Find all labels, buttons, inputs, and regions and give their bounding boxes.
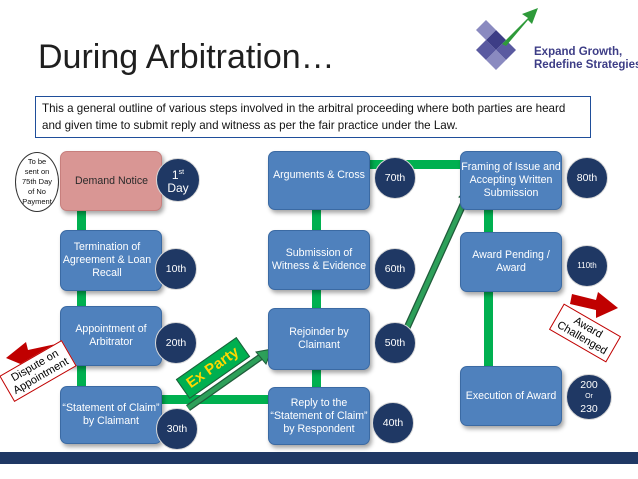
logo-line-1: Expand Growth,	[534, 46, 623, 58]
connector-10-20	[77, 290, 86, 306]
day-60-circle: 60th	[374, 248, 416, 290]
connector-60-70	[312, 210, 321, 230]
step-rejoinder: Rejoinder by Claimant	[268, 308, 370, 370]
day-40-circle: 40th	[372, 402, 414, 444]
step-appointment: Appointment of Arbitrator	[60, 306, 162, 366]
company-logo: Expand Growth, Redefine Strategies	[472, 2, 638, 74]
day-1-word: Day	[167, 180, 189, 195]
day-1-number: 1	[171, 167, 179, 182]
day-230: 230	[580, 403, 598, 415]
award-challenged-red-arrow	[570, 292, 618, 318]
step-reply: Reply to the “Statement of Claim” by Res…	[268, 387, 370, 445]
intro-box: This a general outline of various steps …	[35, 96, 591, 138]
connector-20-30	[77, 366, 86, 386]
step-termination: Termination of Agreement & Loan Recall	[60, 230, 162, 291]
logo-line-2: Redefine Strategies	[534, 59, 638, 71]
day-70-circle: 70th	[374, 157, 416, 199]
connector-50-60	[312, 290, 321, 308]
step-submission-witness: Submission of Witness & Evidence	[268, 230, 370, 290]
connector-80-110	[484, 210, 493, 232]
logo-mark-icon	[476, 8, 538, 70]
day-80-circle: 80th	[566, 157, 608, 199]
step-arguments: Arguments & Cross	[268, 151, 370, 210]
day-200-230-circle: 200 Or 230	[566, 374, 612, 420]
connector-1-10	[77, 210, 86, 230]
page-title: During Arbitration…	[38, 38, 335, 76]
day-or: Or	[585, 393, 593, 400]
note-line-4: of No	[28, 187, 46, 196]
step-demand-notice: Demand Notice	[60, 151, 162, 211]
day-110-circle: 110th	[566, 245, 608, 287]
step-statement-of-claim: “Statement of Claim” by Claimant	[60, 386, 162, 444]
day-1-number-row: 1st	[172, 166, 184, 182]
day-30-circle: 30th	[156, 408, 198, 450]
step-execution-of-award: Execution of Award	[460, 366, 562, 426]
footer-bar	[0, 452, 638, 464]
note-line-2: sent on	[24, 167, 50, 176]
logo-text: Expand Growth, Redefine Strategies	[534, 46, 638, 72]
step-award-pending: Award Pending / Award	[460, 232, 562, 292]
step-framing-of-issue: Framing of Issue and Accepting Written S…	[460, 151, 562, 210]
day-200: 200	[580, 379, 598, 391]
day-20-circle: 20th	[155, 322, 197, 364]
day-50-circle: 50th	[374, 322, 416, 364]
day-10-circle: 10th	[155, 248, 197, 290]
day-1-suffix: st	[178, 168, 185, 176]
note-line-3: 75th Day	[21, 177, 53, 186]
day-1-circle: 1st Day	[156, 158, 200, 202]
connector-30-40	[160, 395, 268, 404]
payment-note: To be sent on 75th Day of No Payment	[15, 152, 59, 212]
connector-70-80	[369, 160, 461, 169]
connector-40-50	[312, 370, 321, 388]
note-line-1: To be	[27, 157, 47, 166]
note-line-5: Payment	[22, 197, 52, 206]
connector-110-200	[484, 292, 493, 366]
